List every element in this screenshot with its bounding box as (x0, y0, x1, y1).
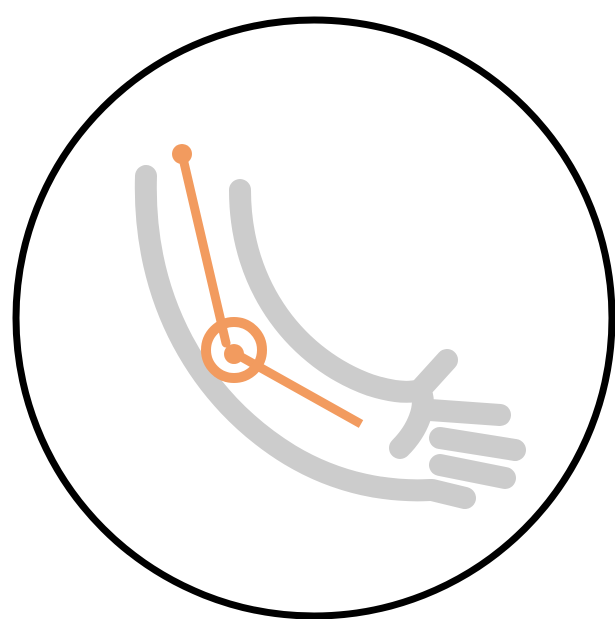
elbow-dot (224, 344, 244, 364)
hand-finger-3 (440, 465, 505, 478)
hand-finger-1 (430, 410, 500, 415)
circle-frame (16, 20, 612, 616)
shoulder-dot (172, 144, 192, 164)
arm-inner-contour (240, 190, 420, 392)
upper-arm-line (182, 154, 226, 343)
hand-finger-4 (432, 490, 465, 498)
hand-finger-2 (440, 438, 515, 450)
